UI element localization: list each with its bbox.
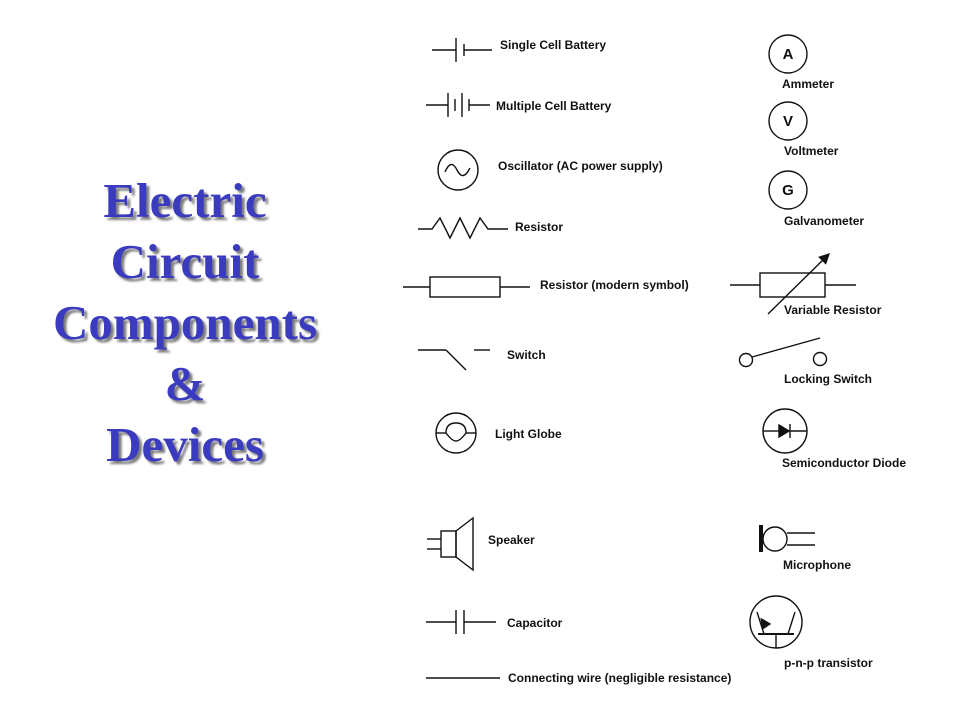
galvanometer-symbol: G [768, 170, 808, 210]
pnp-transistor-symbol [749, 595, 803, 649]
semiconductor-diode-symbol [762, 408, 808, 454]
connecting-wire-label: Connecting wire (negligible resistance) [508, 671, 731, 685]
locking-switch-symbol [738, 337, 828, 368]
variable-resistor-label: Variable Resistor [784, 303, 882, 317]
title-line: & [164, 356, 206, 411]
locking-switch-label: Locking Switch [784, 372, 872, 386]
capacitor-label: Capacitor [507, 616, 563, 630]
multiple-cell-battery-symbol [426, 93, 490, 117]
resistor-label: Resistor [515, 220, 563, 234]
single-cell-battery-symbol [432, 38, 492, 62]
ammeter-symbol: A [768, 34, 808, 74]
title-line: Circuit [110, 234, 260, 289]
single-cell-battery-label: Single Cell Battery [500, 38, 606, 52]
voltmeter-symbol: V [768, 101, 808, 141]
resistor-symbol [418, 216, 508, 240]
voltmeter-label: Voltmeter [784, 144, 839, 158]
voltmeter-letter: V [783, 113, 793, 130]
title-line: Electric [103, 173, 267, 228]
semiconductor-diode-label: Semiconductor Diode [782, 456, 906, 470]
page-title: Electric Circuit Components & Devices [40, 170, 330, 475]
switch-label: Switch [507, 348, 546, 362]
oscillator-label: Oscillator (AC power supply) [498, 159, 663, 173]
ammeter-letter: A [783, 46, 794, 63]
variable-resistor-symbol [730, 253, 856, 315]
multiple-cell-battery-label: Multiple Cell Battery [496, 99, 612, 113]
resistor-modern-label: Resistor (modern symbol) [540, 278, 689, 292]
galvanometer-letter: G [782, 182, 794, 199]
light-globe-label: Light Globe [495, 427, 562, 441]
title-line: Components [52, 295, 318, 350]
pnp-transistor-label: p-n-p transistor [784, 656, 873, 670]
galvanometer-label: Galvanometer [784, 214, 864, 228]
title-line: Devices [106, 417, 264, 472]
speaker-label: Speaker [488, 533, 535, 547]
microphone-symbol [759, 525, 815, 552]
microphone-label: Microphone [783, 558, 851, 572]
ammeter-label: Ammeter [782, 77, 834, 91]
resistor-modern-symbol [403, 276, 530, 298]
switch-symbol [418, 349, 490, 371]
speaker-symbol [427, 516, 474, 572]
capacitor-symbol [426, 610, 496, 634]
oscillator-symbol [437, 149, 479, 191]
light-globe-symbol [435, 412, 477, 454]
